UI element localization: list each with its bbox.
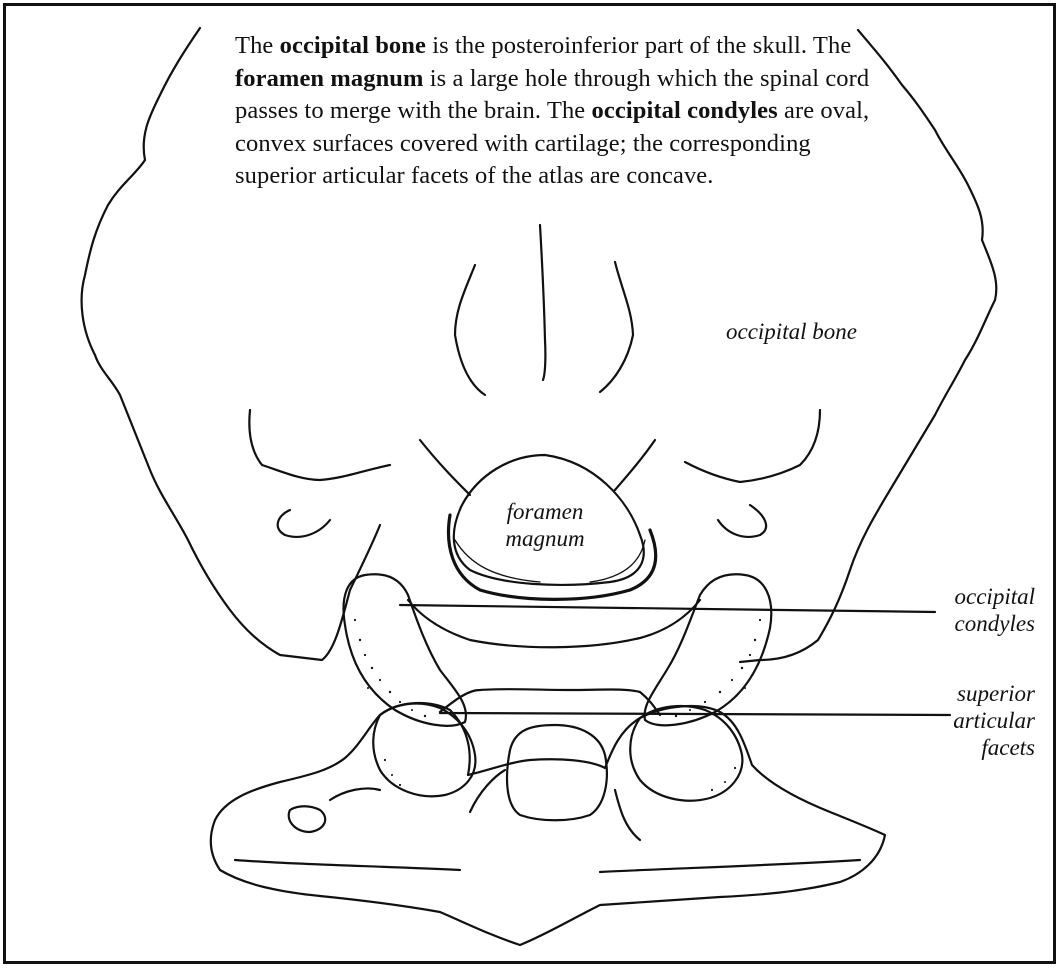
condyles-leader bbox=[400, 605, 935, 612]
left-ridge-2 bbox=[420, 440, 470, 495]
label-occipital-bone: occipital bone bbox=[726, 318, 857, 345]
term-foramen-magnum: foramen magnum bbox=[235, 65, 424, 92]
left-foramen bbox=[289, 806, 326, 832]
right-ridge-2 bbox=[615, 440, 655, 490]
term-occipital-bone: occipital bone bbox=[280, 32, 426, 59]
atlas-outline bbox=[211, 703, 885, 945]
right-condyle bbox=[645, 574, 772, 725]
right-curl bbox=[718, 505, 766, 537]
label-superior-articular-facets: superior articular facets bbox=[900, 680, 1035, 761]
label-occipital-condyles: occipital condyles bbox=[900, 583, 1035, 637]
description-caption: The occipital bone is the posteroinferio… bbox=[235, 30, 895, 193]
label-foramen-magnum: foramen magnum bbox=[485, 498, 605, 552]
left-condyle bbox=[344, 574, 466, 726]
right-ridge bbox=[600, 262, 633, 392]
left-curl bbox=[278, 510, 330, 537]
atlas-anterior-arch bbox=[507, 725, 607, 820]
facets-leader bbox=[440, 713, 950, 715]
left-facet bbox=[373, 704, 475, 797]
condyle-base bbox=[440, 689, 660, 715]
midline-ridge bbox=[540, 225, 545, 380]
left-ridge bbox=[455, 265, 485, 395]
nuchal-line-right bbox=[685, 410, 820, 482]
nuchal-line-left bbox=[249, 410, 390, 480]
term-occipital-condyles: occipital condyles bbox=[592, 97, 778, 124]
